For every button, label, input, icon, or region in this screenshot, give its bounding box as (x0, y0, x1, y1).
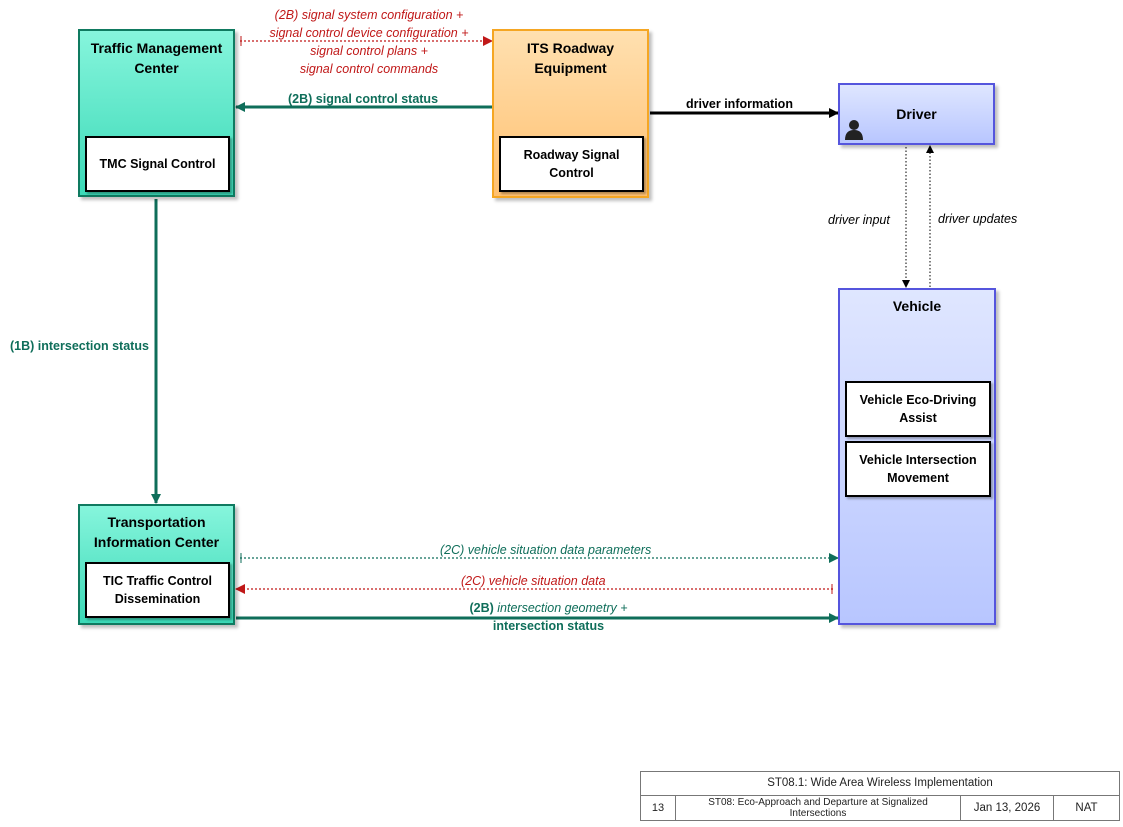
driver[interactable]: Driver (838, 83, 995, 145)
title-block-scope: NAT (1075, 801, 1098, 814)
flow-label-situation-params: (2C) vehicle situation data parameters (440, 543, 652, 557)
flow-label-config-line: signal control commands (299, 62, 439, 76)
flow-label-config-line: signal control device configuration + (269, 26, 469, 40)
title-block-service: ST08: Eco-Approach and Departure at Sign… (676, 796, 961, 820)
flow-label-geometry-line2: intersection status (492, 619, 605, 633)
flow-label-driver-updates: driver updates (938, 212, 1018, 226)
flow-label-situation-data: (2C) vehicle situation data (461, 574, 606, 588)
title-block: ST08.1: Wide Area Wireless Implementatio… (640, 771, 1120, 821)
flow-label-config: (2B) signal system configuration + signa… (244, 6, 494, 78)
flow-label-geometry-italic: intersection geometry + (497, 601, 628, 615)
flow-label-driver-information: driver information (686, 97, 793, 111)
tic-title: Transportation Information Center (93, 514, 220, 550)
tmc-signal-control[interactable]: TMC Signal Control (85, 136, 230, 192)
title-block-number: 13 (641, 796, 676, 820)
flow-label-config-line: (2B) signal system configuration + (274, 8, 464, 22)
roadway-signal-control[interactable]: Roadway Signal Control (499, 136, 644, 192)
traffic-management-center[interactable]: Traffic Management Center TMC Signal Con… (78, 29, 235, 197)
vehicle-eco-driving-assist[interactable]: Vehicle Eco-Driving Assist (845, 381, 991, 437)
driver-title: Driver (896, 106, 937, 122)
its-title: ITS Roadway Equipment (526, 40, 615, 76)
tic-traffic-control-dissemination[interactable]: TIC Traffic Control Dissemination (85, 562, 230, 618)
vehicle-title: Vehicle (892, 298, 942, 314)
tmc-title: Traffic Management Center (90, 40, 223, 76)
vehicle[interactable]: Vehicle Vehicle Eco-Driving Assist Vehic… (838, 288, 996, 625)
flow-label-driver-input: driver input (828, 213, 890, 227)
flow-label-intersection-status: (1B) intersection status (10, 339, 149, 353)
title-block-project: ST08.1: Wide Area Wireless Implementatio… (641, 772, 1119, 796)
flow-label-signal-status: (2B) signal control status (288, 92, 439, 106)
its-roadway-equipment[interactable]: ITS Roadway Equipment Roadway Signal Con… (492, 29, 649, 198)
title-block-date: Jan 13, 2026 (961, 796, 1054, 820)
transportation-information-center[interactable]: Transportation Information Center TIC Tr… (78, 504, 235, 625)
person-icon (845, 120, 863, 140)
flow-label-config-line: signal control plans + (310, 44, 428, 58)
vehicle-intersection-movement[interactable]: Vehicle Intersection Movement (845, 441, 991, 497)
flow-label-geometry: (2B) intersection geometry + intersectio… (436, 599, 661, 635)
flow-label-geometry-prefix: (2B) (469, 601, 498, 615)
